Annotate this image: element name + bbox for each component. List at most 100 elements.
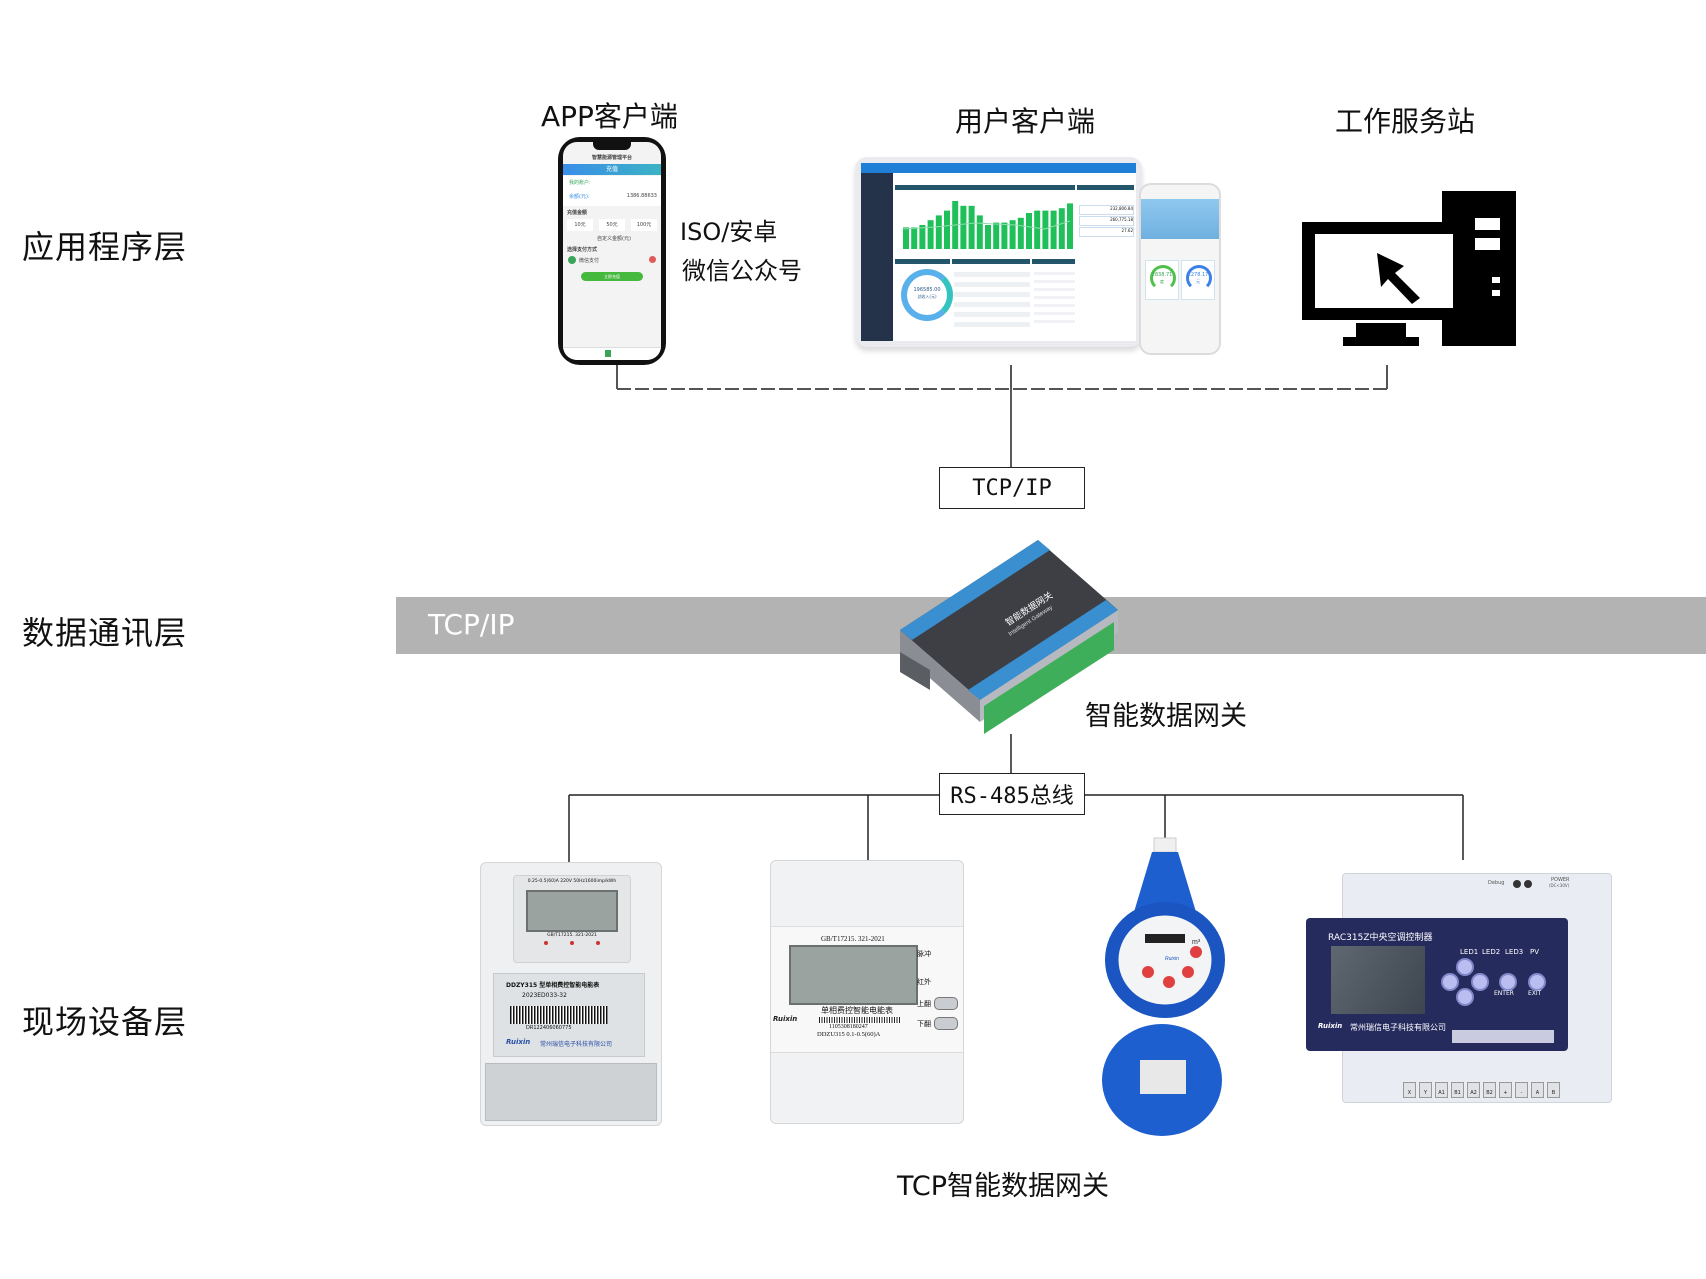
meter1-standard: GB/T17215. 321-2021: [547, 933, 597, 938]
gauge-ring-blue: [1186, 265, 1212, 291]
dashboard-sidebar: [861, 173, 893, 341]
rs485-box: RS-485总线: [939, 773, 1085, 815]
app-client-title: APP客户端: [541, 100, 678, 133]
dashboard-chart-bar: [1009, 220, 1016, 249]
dashboard-chart-bar: [911, 227, 918, 249]
mobile-banner: [1141, 199, 1219, 239]
mobile-gauge-electricity: 2838.71 度: [1145, 260, 1179, 300]
controller-terminal: B1: [1451, 1082, 1464, 1098]
donut-label: 总收入(元): [917, 294, 937, 299]
led3-indicator: [596, 941, 600, 945]
meter1-brand: Ruixin: [506, 1038, 531, 1046]
controller-terminal: A: [1531, 1082, 1544, 1098]
controller-label-strip: [1452, 1030, 1554, 1043]
controller-model: RAC315Z中央空调控制器: [1328, 933, 1433, 943]
platform-ios-android: ISO/安卓: [680, 218, 778, 246]
tcp-ip-band-label: TCP/IP: [428, 608, 515, 641]
meter2-up-label: 上翻: [917, 1000, 931, 1008]
gauge-electricity-value: 2838.71: [1151, 272, 1173, 278]
dashboard-chart-line: [902, 220, 1071, 230]
meter1-lcd: [526, 890, 618, 932]
dashboard-chart-bar: [1042, 210, 1049, 249]
gauge-ring-green: [1150, 265, 1176, 291]
controller-terminal: -: [1515, 1082, 1528, 1098]
workstation-title: 工作服务站: [1335, 105, 1476, 138]
controller-lcd: [1331, 946, 1425, 1014]
app-wechat-pay[interactable]: 微信支付: [579, 258, 600, 264]
alarm-list: [1034, 267, 1075, 327]
app-phone: 智慧能源管理平台 充值 我的账户: 余额(元): 1386.88633 充值金额…: [558, 137, 666, 365]
controller-led2: LED2: [1482, 948, 1501, 956]
device-table: [954, 267, 1030, 327]
dashboard-chart-bar: [1017, 217, 1024, 249]
app-header: 智慧能源管理平台: [591, 155, 632, 161]
led2-indicator: [570, 941, 574, 945]
controller-led1: LED1: [1460, 948, 1479, 956]
dashboard-chart-bar: [1034, 210, 1041, 249]
gauge-balance-unit: 元: [1196, 279, 1200, 284]
controller-debug-label: Debug: [1488, 880, 1505, 886]
stat-value-1: 232,806.84: [1079, 205, 1134, 215]
dashboard-chart-bar: [960, 205, 967, 249]
dashboard-chart-bar: [1026, 213, 1032, 249]
table-panel-header: [952, 259, 1030, 264]
dashboard-chart-bar: [944, 210, 950, 249]
app-pay-method-label: 选择支付方式: [567, 247, 598, 253]
dashboard-chart-bar: [1058, 208, 1065, 249]
user-client-mobile: 2838.71 度 2278.17 元: [1139, 183, 1221, 355]
platform-wechat: 微信公众号: [682, 257, 802, 285]
controller-terminal: A2: [1467, 1082, 1480, 1098]
meter2-name: 单相费控智能电能表: [821, 1006, 893, 1015]
meter2-brand: Ruixin: [773, 1015, 798, 1023]
meter2-standard: GB/T17215. 321-2021: [821, 935, 885, 943]
layer-label-application: 应用程序层: [22, 228, 188, 266]
controller-led3: LED3: [1505, 948, 1524, 956]
dashboard-chart-bar: [1050, 210, 1057, 249]
dashboard-screen: 232,806.84 260,775.18 27.62 196585.00 总收…: [861, 163, 1136, 341]
dashboard-topbar: [861, 163, 1136, 173]
single-phase-meter-ddzu315: GB/T17215. 321-2021 脉冲 红外 上翻 下翻 单相费控智能电能…: [770, 860, 964, 1124]
revenue-donut: [901, 269, 953, 321]
meter1-terminal-cover: [485, 1063, 657, 1121]
controller-right-button[interactable]: [1471, 973, 1489, 991]
meter2-barcode-text: 1105308180247: [829, 1024, 868, 1030]
meter2-down-button[interactable]: [934, 1017, 958, 1030]
dashboard-chart-bar: [1067, 203, 1073, 249]
meter2-down-label: 下翻: [917, 1020, 931, 1028]
controller-up-button[interactable]: [1456, 958, 1474, 976]
dashboard-chart-bar: [1001, 222, 1008, 249]
gauge-balance-value: 2278.17: [1187, 272, 1209, 278]
app-option-10[interactable]: 10元: [567, 219, 593, 231]
mobile-gauge-balance: 2278.17 元: [1181, 260, 1215, 300]
app-tab-recharge[interactable]: 充值: [563, 164, 661, 175]
controller-brand: Ruixin: [1318, 1022, 1343, 1030]
controller-exit-button[interactable]: [1528, 973, 1546, 991]
gauge-electricity-unit: 度: [1160, 279, 1164, 284]
controller-pv-led: PV: [1530, 948, 1540, 956]
stat-value-3: 27.62: [1079, 227, 1134, 237]
controller-down-button[interactable]: [1456, 988, 1474, 1006]
controller-left-button[interactable]: [1441, 973, 1459, 991]
controller-terminal: +: [1499, 1082, 1512, 1098]
meter2-front-panel: GB/T17215. 321-2021 脉冲 红外 上翻 下翻 单相费控智能电能…: [771, 926, 963, 1053]
dashboard-chart-bar: [903, 227, 909, 249]
app-confirm-recharge-button[interactable]: 立即充值: [581, 272, 643, 281]
meter2-lcd: [789, 945, 918, 1005]
field-caption: TCP智能数据网关: [897, 1171, 1110, 1202]
meter1-nameplate: DDZY315 型单相费控智能电能表 2023ED033-32 DR122406…: [493, 973, 645, 1057]
app-option-50[interactable]: 50元: [599, 219, 625, 231]
dashboard-chart-bar: [935, 215, 942, 249]
water-meter-brand: Ruixin: [1165, 956, 1179, 962]
nav-home-icon[interactable]: [605, 350, 611, 357]
app-option-100[interactable]: 100元: [631, 219, 657, 231]
app-custom-amount[interactable]: 自定义金额(元): [597, 236, 631, 242]
user-client-tablet: 232,806.84 260,775.18 27.62 196585.00 总收…: [855, 157, 1142, 347]
controller-terminal: B2: [1483, 1082, 1496, 1098]
controller-enter-button[interactable]: [1499, 973, 1517, 991]
meter2-up-button[interactable]: [934, 997, 958, 1010]
app-balance-label: 余额(元):: [569, 194, 590, 200]
controller-face: RAC315Z中央空调控制器 LED1 LED2 LED3 PV ENTER E…: [1306, 918, 1568, 1051]
